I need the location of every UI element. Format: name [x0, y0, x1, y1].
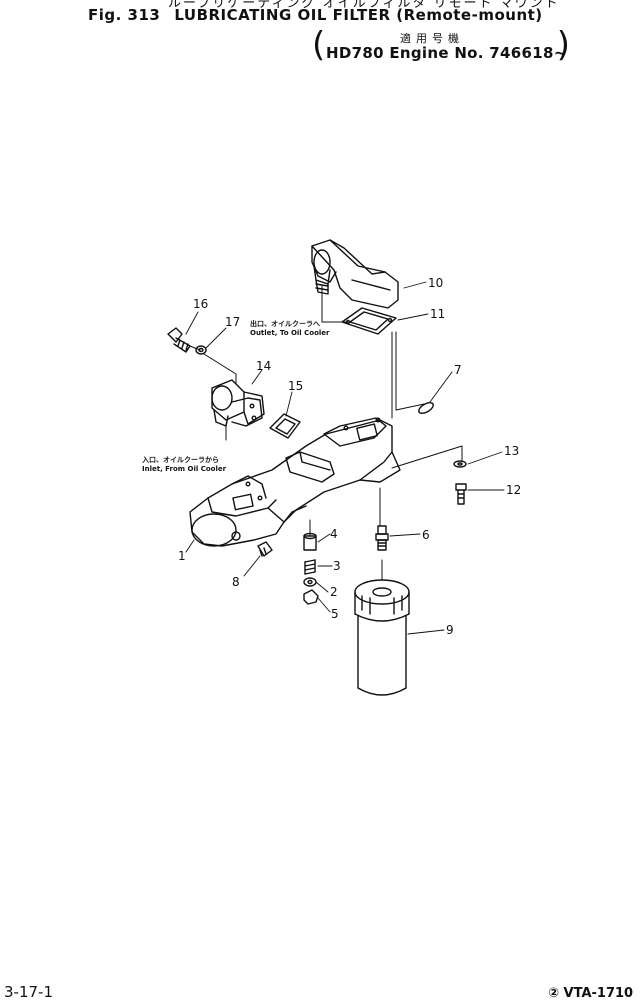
- callout-3: 3: [333, 559, 341, 573]
- part-washer-13: [453, 460, 467, 468]
- right-paren: ): [556, 25, 570, 65]
- left-paren: (: [312, 25, 326, 65]
- part-plug-8: [257, 541, 273, 557]
- callout-1: 1: [178, 549, 186, 563]
- callout-5: 5: [331, 607, 339, 621]
- callout-7: 7: [454, 363, 462, 377]
- inlet-note: 入口、オイルクーラから Inlet, From Oil Cooler: [142, 456, 226, 474]
- callout-numbers: 10 11 16 17 14 15 7 13 12 6 4 3 2 5 9 1 …: [178, 276, 521, 637]
- part-filter-head: [189, 417, 401, 547]
- applicability-box: ( 適用号機 HD780 Engine No. 746618~ ): [312, 28, 570, 68]
- outlet-note-en: Outlet, To Oil Cooler: [250, 329, 330, 337]
- leader-lines: [185, 281, 505, 635]
- callout-16: 16: [193, 297, 208, 311]
- callout-10: 10: [428, 276, 443, 290]
- connector-lines: [189, 285, 463, 581]
- part-outlet-elbow: [311, 239, 399, 309]
- page-number: 3-17-1: [4, 983, 53, 1001]
- callout-13: 13: [504, 444, 519, 458]
- outlet-note: 出口、オイルクーラへ Outlet, To Oil Cooler: [250, 320, 330, 338]
- part-nipple-6: [375, 525, 389, 551]
- document-id: ② VTA-1710: [548, 986, 634, 1001]
- part-plug-5: [303, 589, 319, 605]
- inlet-note-jp: 入口、オイルクーラから: [142, 456, 219, 464]
- part-inlet-gasket: [269, 413, 301, 439]
- callout-11: 11: [430, 307, 445, 321]
- part-filter-cartridge: [354, 579, 410, 696]
- part-oring-7: [418, 402, 434, 414]
- outlet-note-jp: 出口、オイルクーラへ: [250, 320, 320, 328]
- callout-17: 17: [225, 315, 240, 329]
- part-bolt-16: [167, 327, 191, 353]
- callout-12: 12: [506, 483, 521, 497]
- callout-15: 15: [288, 379, 303, 393]
- callout-14: 14: [256, 359, 271, 373]
- figure-title: Fig. 313 LUBRICATING OIL FILTER (Remote-m…: [88, 6, 543, 24]
- part-outlet-gasket: [341, 307, 397, 335]
- figure-number: Fig. 313: [88, 6, 161, 24]
- callout-9: 9: [446, 623, 454, 637]
- part-washer-2: [303, 577, 317, 587]
- callout-2: 2: [330, 585, 338, 599]
- callout-4: 4: [330, 527, 338, 541]
- applicability-label-jp: 適用号機: [400, 32, 464, 45]
- part-inlet-elbow: [211, 379, 265, 427]
- part-washer-17: [195, 345, 207, 355]
- callout-8: 8: [232, 575, 240, 589]
- applicability-text: HD780 Engine No. 746618~: [326, 44, 567, 62]
- part-spring-3: [304, 559, 316, 575]
- part-bolt-12: [455, 483, 467, 505]
- inlet-note-en: Inlet, From Oil Cooler: [142, 465, 227, 473]
- callout-6: 6: [422, 528, 430, 542]
- figure-title-text: LUBRICATING OIL FILTER (Remote-mount): [174, 6, 543, 24]
- title-japanese: ルーブリケーティング オイルフィルタ リモート マウント: [168, 0, 560, 11]
